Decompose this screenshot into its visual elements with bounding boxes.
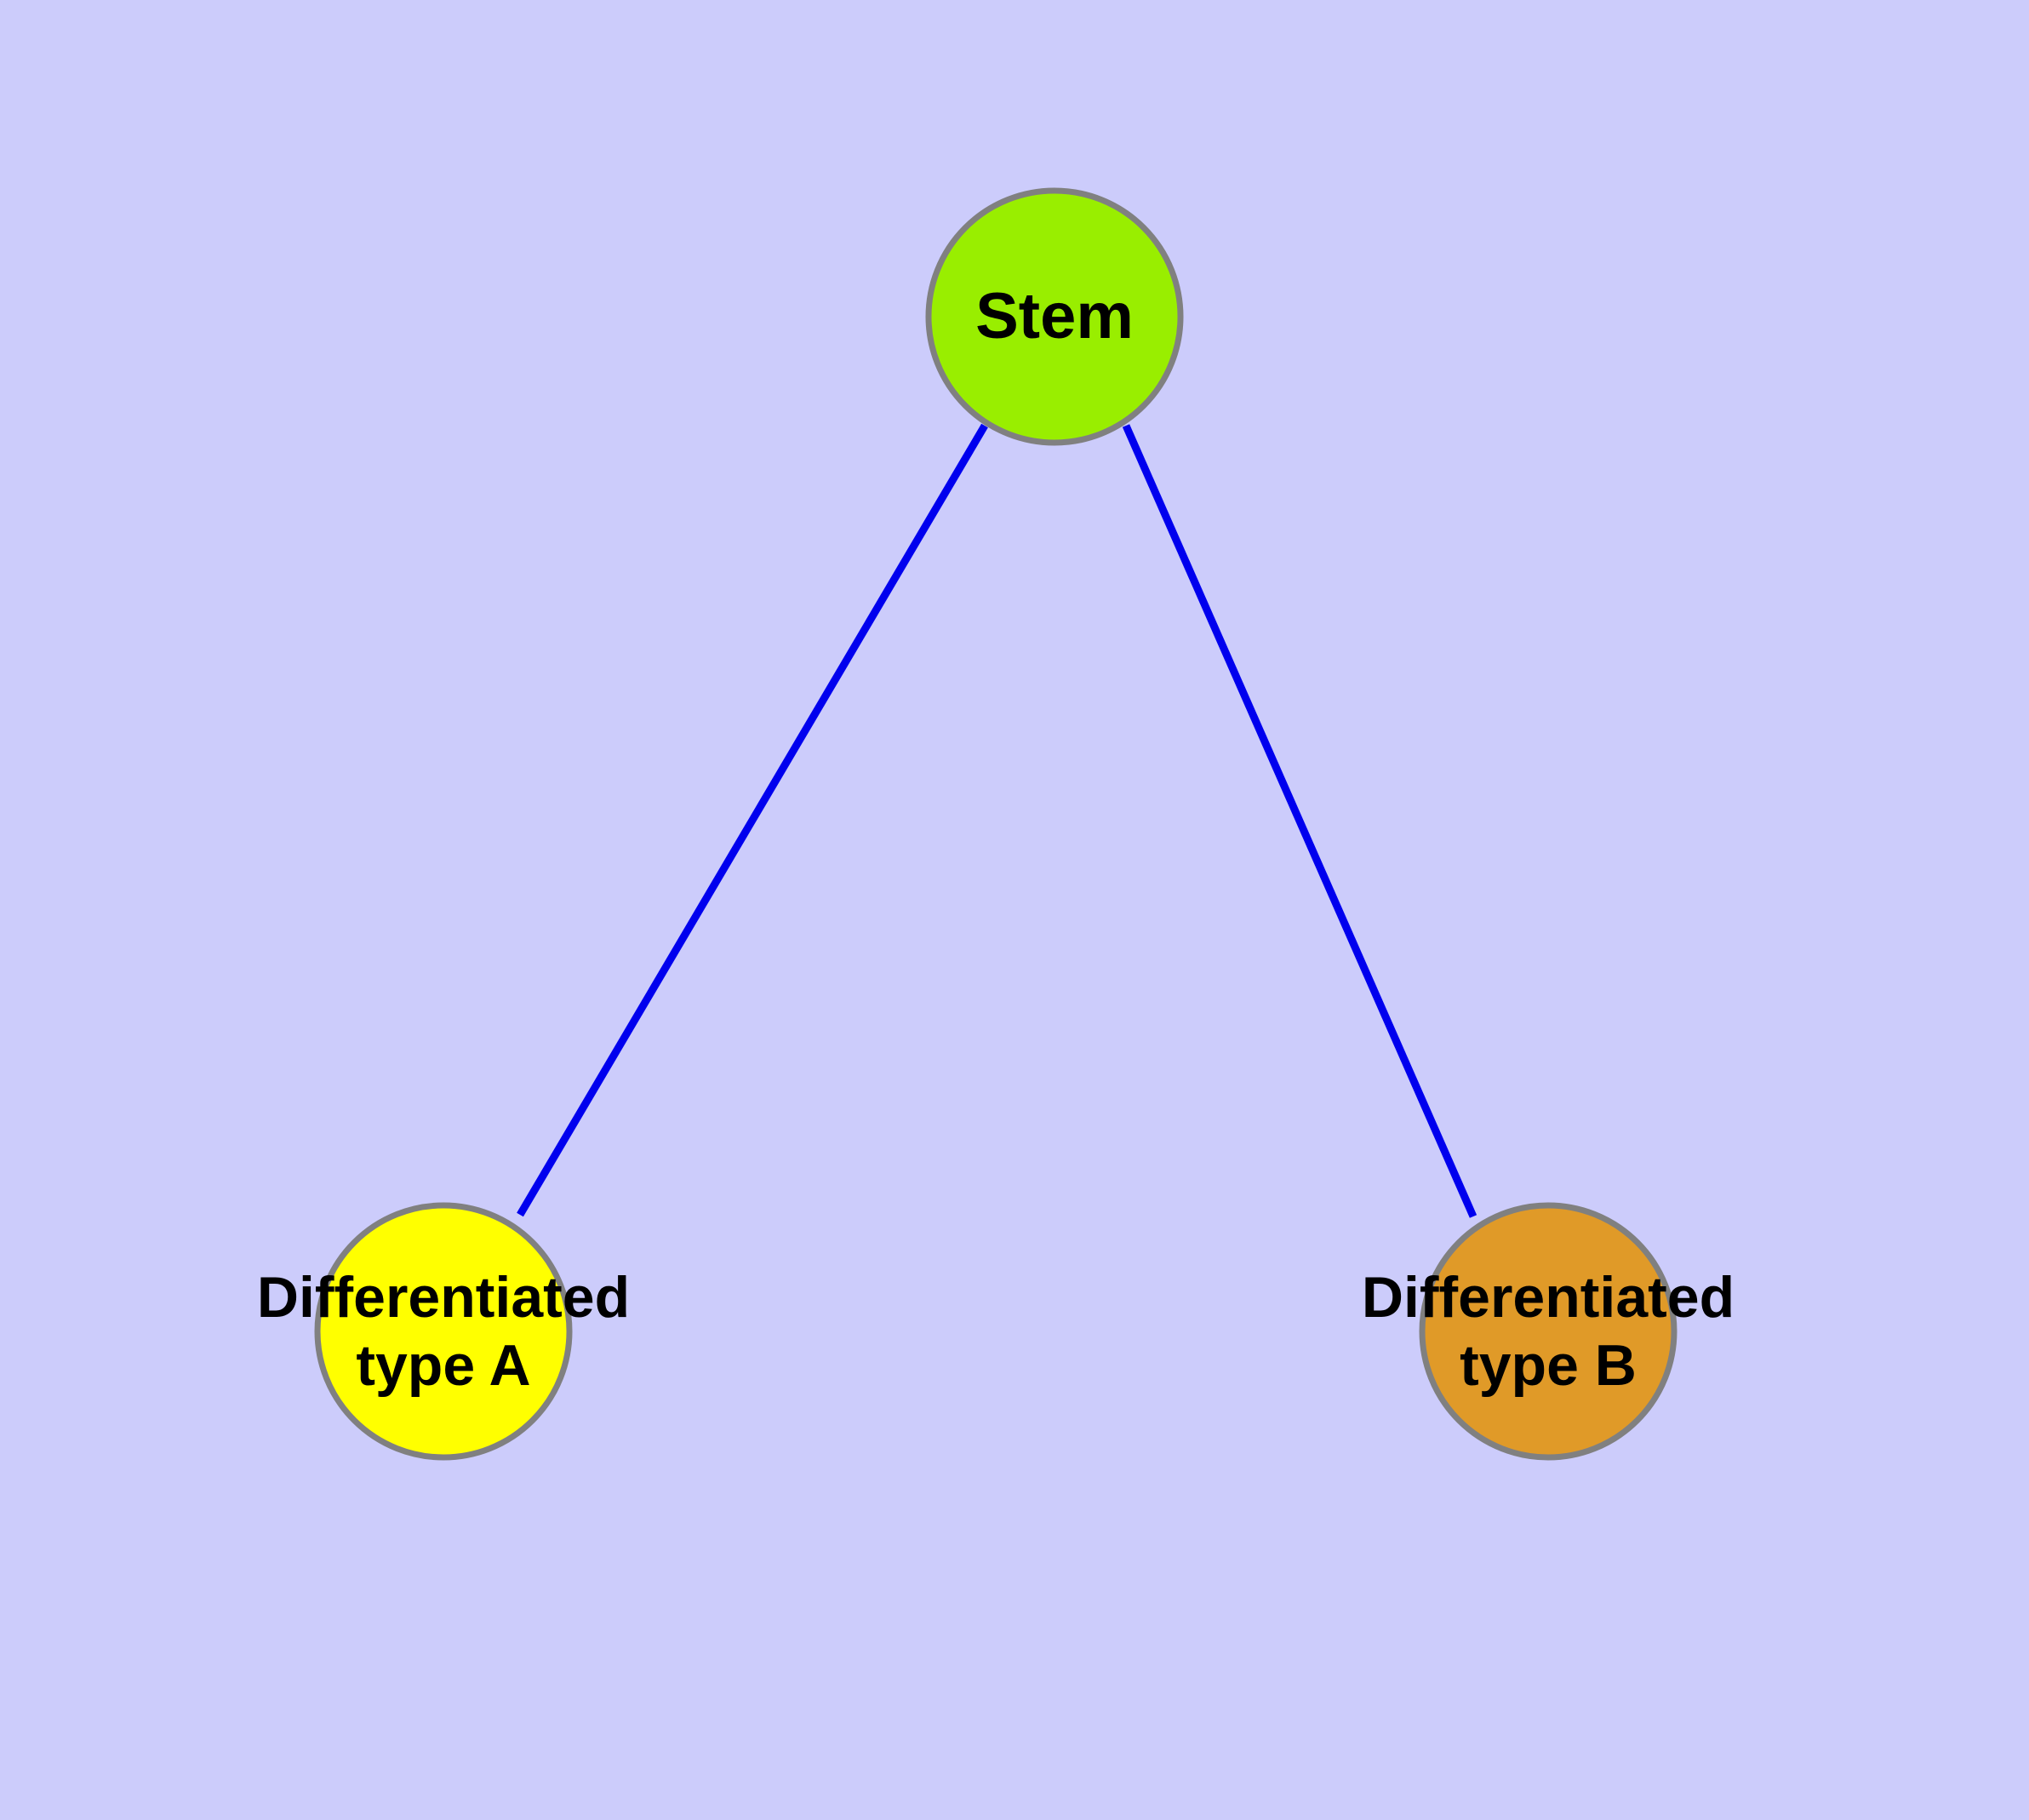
node-circle-stem[interactable] (925, 187, 1184, 446)
edge-stem-to-type-b (1122, 424, 1477, 1218)
node-circle-diff-type-b[interactable] (1419, 1202, 1677, 1461)
edge-stem-to-type-a (517, 423, 988, 1217)
node-circle-diff-type-a[interactable] (314, 1202, 573, 1461)
